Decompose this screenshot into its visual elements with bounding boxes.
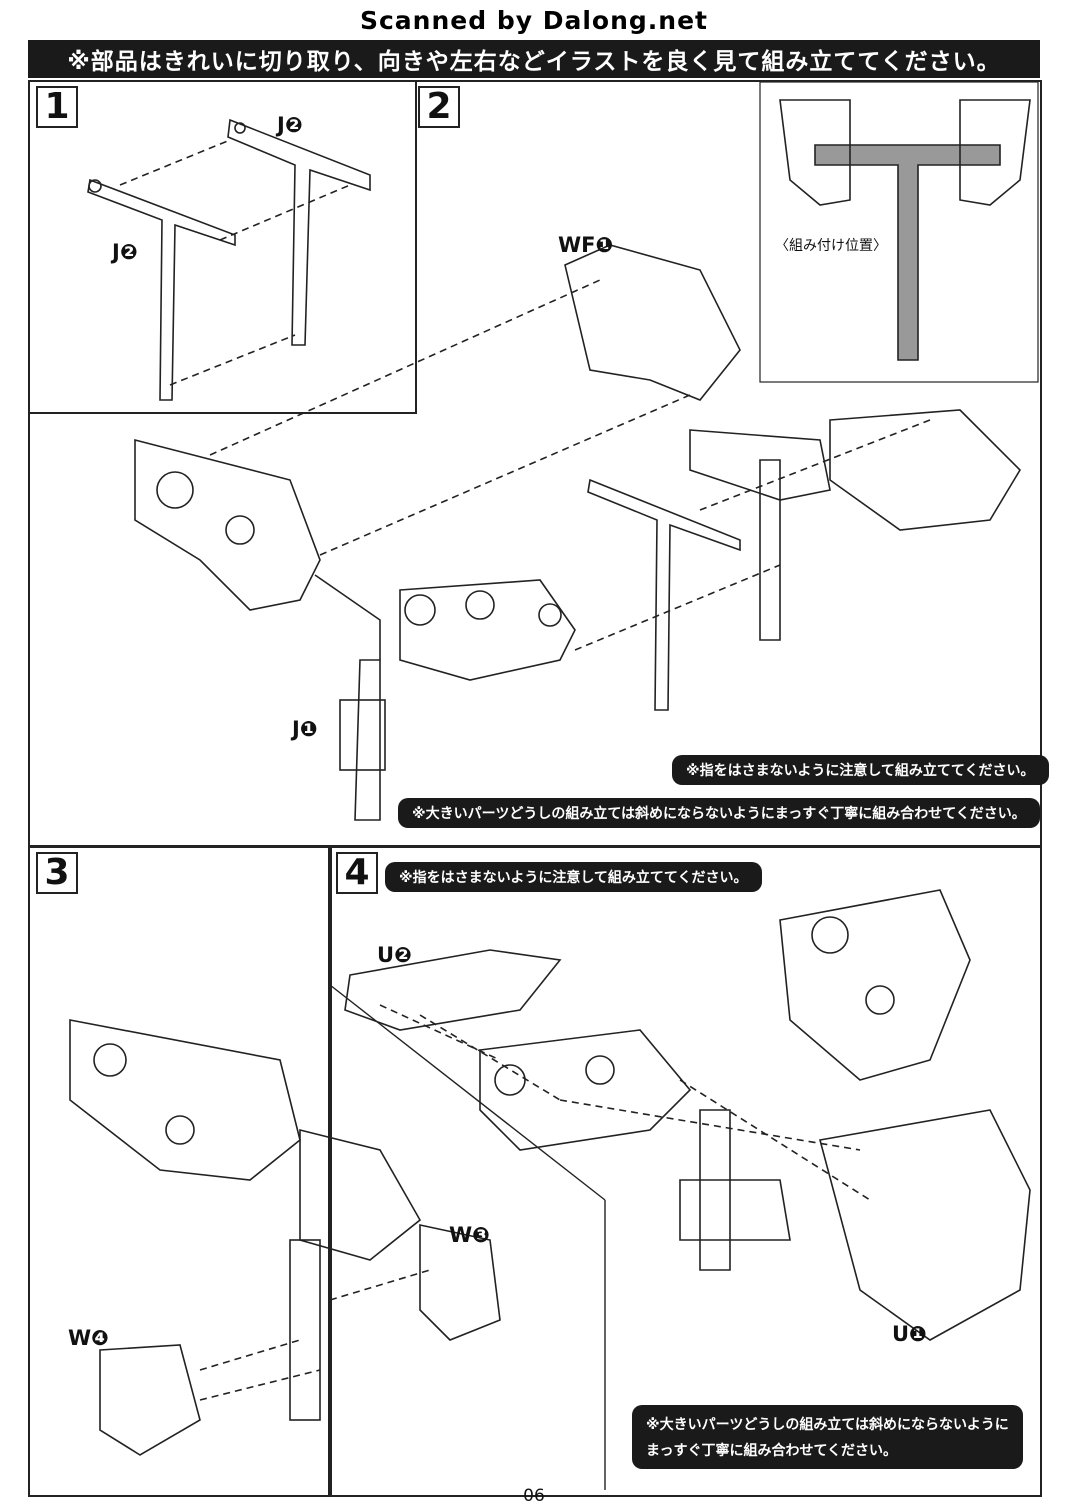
- step-4-finger-caution-note: ※指をはさまないように注意して組み立ててください。: [385, 862, 762, 892]
- step-4-number: 4: [336, 852, 378, 894]
- step-2-number: 2: [418, 86, 460, 128]
- inset-t-frame-highlight: [814, 144, 1001, 361]
- step-2-hip-block-center: [339, 579, 576, 821]
- step-2-alignment-note: ※大きいパーツどうしの組み立ては斜めにならないようにまっすぐ丁寧に組み合わせてく…: [398, 798, 1040, 828]
- step-1-part-label-j2-upper: J❷: [277, 113, 303, 137]
- step-3-guide-lines: [199, 1269, 431, 1401]
- step-2-part-label-wf1: WF❶: [558, 233, 614, 257]
- step-1-part-label-j2-lower: J❷: [112, 240, 138, 264]
- step-4-guide-lines: [379, 1004, 871, 1201]
- step-3-part-label-w3: W❸: [449, 1223, 490, 1247]
- step-1-t-frame-part: [87, 118, 371, 401]
- step-4-frame: [328, 845, 1042, 1497]
- scan-credit: Scanned by Dalong.net: [359, 6, 708, 35]
- step-2-guide-lines: [209, 279, 931, 651]
- instruction-banner: ※部品はきれいに切り取り、向きや左右などイラストを良く見て組み立ててください。: [28, 40, 1040, 78]
- step-1-guide-lines: [119, 139, 351, 386]
- step-2-wf1-part: [564, 244, 741, 401]
- page-number: 06: [523, 1486, 545, 1506]
- inset-panel: [759, 81, 1039, 383]
- step-1-frame: [28, 80, 417, 414]
- step-4-alignment-note-line-2: まっすぐ丁寧に組み合わせてください。: [646, 1443, 898, 1459]
- step-3-number: 3: [36, 852, 78, 894]
- step-3-part-label-w4: W❹: [68, 1326, 109, 1350]
- step-4-alignment-note: ※大きいパーツどうしの組み立ては斜めにならないように まっすぐ丁寧に組み合わせて…: [632, 1405, 1023, 1469]
- step-1-number: 1: [36, 86, 78, 128]
- step-4-alignment-note-line-1: ※大きいパーツどうしの組み立ては斜めにならないように: [646, 1417, 1009, 1433]
- step-2-finger-caution-note: ※指をはさまないように注意して組み立ててください。: [672, 755, 1049, 785]
- step-2-hip-block-left: [134, 438, 381, 660]
- step-3-4-divider: [329, 984, 606, 1201]
- step-3-frame: [28, 845, 332, 1497]
- step-3-assembly: [69, 1019, 501, 1456]
- step-2-part-label-j1: J❶: [292, 717, 318, 741]
- step-4-assembly: [344, 889, 1031, 1341]
- step-4-part-label-u1: U❶: [892, 1322, 927, 1346]
- step-2-frame: [28, 80, 1042, 848]
- step-4-part-label-u2: U❷: [377, 943, 412, 967]
- inset-caption: 〈組み付け位置〉: [775, 238, 887, 254]
- step-2-right-assembly: [587, 409, 1022, 711]
